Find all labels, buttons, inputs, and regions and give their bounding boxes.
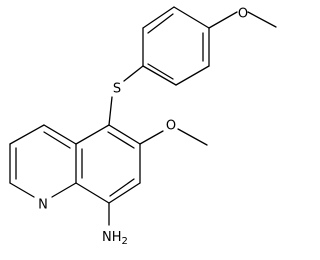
ring-methoxy-oxygen-label: O	[166, 119, 176, 134]
quinoline-benzo-ring	[75, 124, 141, 204]
thioether-bridge: S	[108, 65, 144, 126]
methoxy-oxygen-label: O	[238, 7, 248, 22]
structural-formula: O S N O NH2	[9, 6, 277, 247]
amine-label: NH2	[102, 230, 128, 247]
para-methoxy-group: O	[208, 7, 277, 29]
sulfur-label: S	[113, 82, 121, 97]
amino-group: NH2	[102, 202, 128, 247]
quinoline-pyridine-ring: N	[9, 124, 77, 213]
methoxyphenyl-ring	[142, 6, 210, 86]
ring-nitrogen-label: N	[38, 198, 48, 213]
ring-methoxy-group: O	[139, 119, 208, 146]
